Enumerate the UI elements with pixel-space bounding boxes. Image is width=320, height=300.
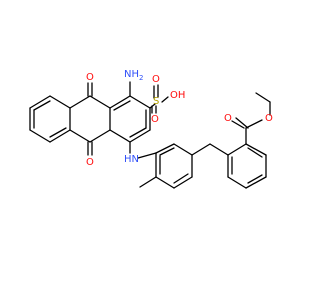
- atom-labels: NH2 HN O O S OH O O O O: [86, 69, 273, 168]
- benzyl-bond-1: [191, 143, 211, 156]
- sulfonyl-oxygen-right: O: [152, 74, 160, 85]
- benzyl-bond-2: [209, 143, 229, 156]
- sulfonic-acid-group: [149, 84, 169, 114]
- quinone-oxygen-top: O: [86, 72, 94, 83]
- ester-link-oxygen: O: [265, 113, 273, 124]
- ester-group: [231, 92, 271, 145]
- toluene-ring: [139, 143, 193, 189]
- amino-label: NH2: [124, 69, 143, 82]
- imino-bond-right: [137, 152, 157, 159]
- imino-label: HN: [124, 154, 139, 165]
- sulfonyl-oxygen-bottom: O: [151, 114, 159, 125]
- quinone-oxygen-bottom: O: [86, 157, 94, 168]
- anthraquinone-right-ring: [109, 95, 151, 143]
- molecule-structure-diagram: NH2 HN O O S OH O O O O: [29, 69, 273, 189]
- benzoate-ring: [227, 143, 267, 189]
- ester-carbonyl-oxygen: O: [224, 113, 232, 124]
- anthraquinone-central-ring: [69, 82, 111, 156]
- sulfur-label: S: [153, 96, 159, 107]
- anthraquinone-left-ring: [29, 95, 71, 143]
- sulfonyl-oh-label: OH: [170, 90, 185, 101]
